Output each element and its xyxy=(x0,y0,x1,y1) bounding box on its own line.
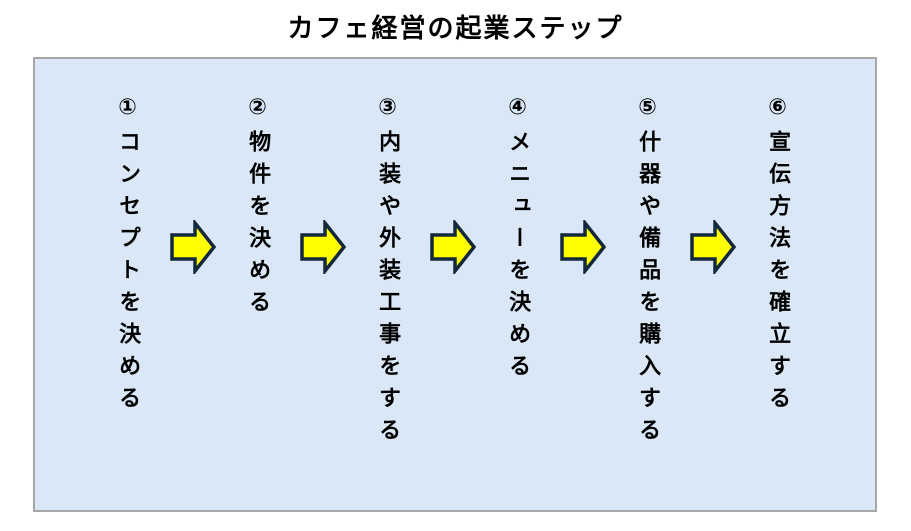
right-arrow-icon xyxy=(170,220,216,274)
step-1: ①コンセプトを決める xyxy=(86,95,170,418)
step-1-label: ①コンセプトを決める xyxy=(116,95,142,418)
step-3-label: ③内装や外装工事をする xyxy=(376,95,402,450)
right-arrow-icon xyxy=(690,220,736,274)
step-4: ④メニューを決める xyxy=(476,95,560,386)
step-5-label: ⑤什器や備品を購入する xyxy=(636,95,662,450)
step-2-label: ②物件を決める xyxy=(246,95,272,322)
step-6: ⑥宣伝方法を確立する xyxy=(736,95,820,418)
step-6-label: ⑥宣伝方法を確立する xyxy=(766,95,792,418)
right-arrow-icon xyxy=(560,220,606,274)
right-arrow-icon xyxy=(430,220,476,274)
right-arrow-icon xyxy=(300,220,346,274)
step-2: ②物件を決める xyxy=(216,95,300,322)
step-3: ③内装や外装工事をする xyxy=(346,95,430,450)
step-4-label: ④メニューを決める xyxy=(506,95,532,386)
diagram-title: カフェ経営の起業ステップ xyxy=(287,13,624,43)
step-5: ⑤什器や備品を購入する xyxy=(606,95,690,450)
steps-panel: ①コンセプトを決める ②物件を決める ③内装や外装工事をする ④メニューを決める… xyxy=(33,57,877,512)
